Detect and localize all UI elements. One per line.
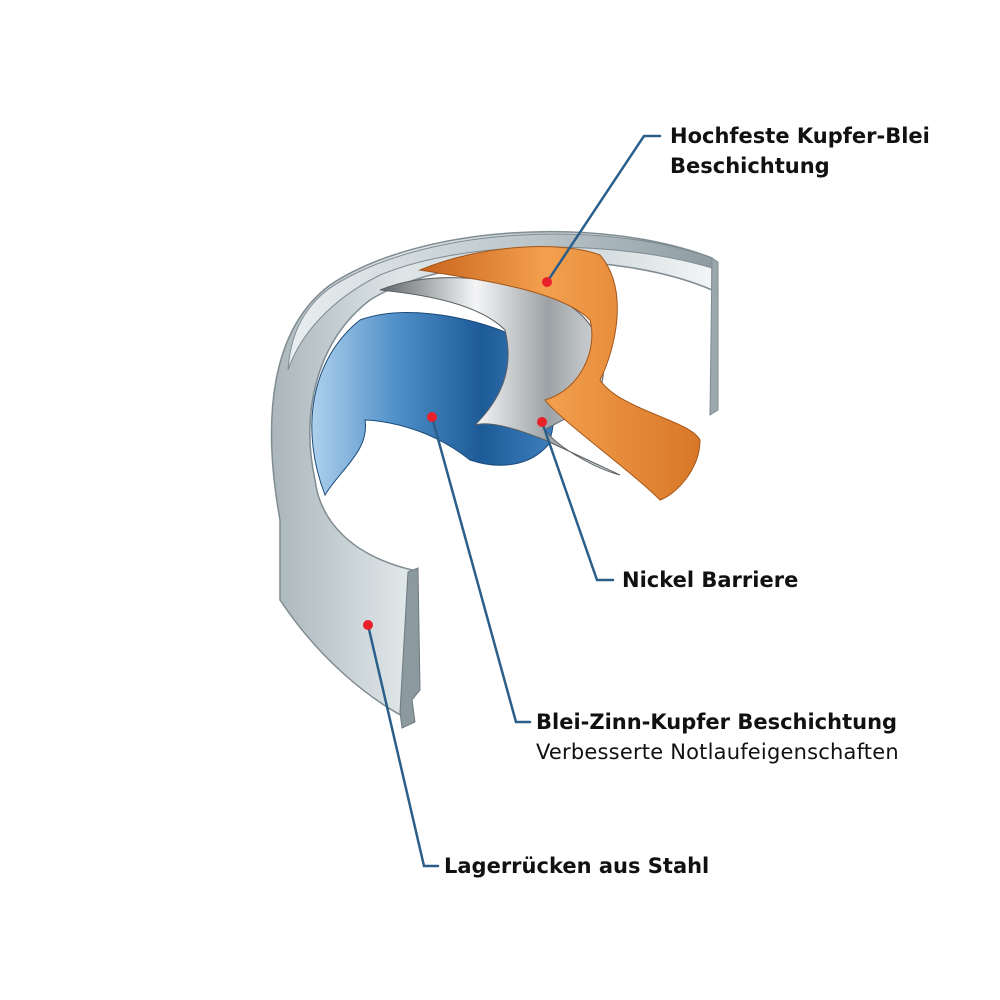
marker-dot-steel-back — [363, 620, 373, 630]
label-copper-lead-line2: Beschichtung — [670, 154, 830, 178]
label-lead-tin-copper-line2: Verbesserte Notlaufeigenschaften — [536, 740, 899, 764]
leader-line-copper-lead — [545, 134, 662, 284]
label-nickel-line1: Nickel Barriere — [622, 568, 799, 592]
marker-dot-lead-tin-copper — [427, 412, 437, 422]
marker-dot-copper-lead — [542, 277, 552, 287]
lead-tin-copper-layer — [311, 312, 554, 497]
label-steel-back-line1: Lagerrücken aus Stahl — [444, 854, 710, 878]
leader-line-nickel — [540, 420, 615, 582]
label-lead-tin-copper: Blei-Zinn-Kupfer Beschichtung Verbessert… — [536, 707, 899, 767]
label-copper-lead: Hochfeste Kupfer-Blei Beschichtung — [670, 121, 930, 181]
leader-line-lead-tin-copper — [430, 415, 532, 724]
marker-dot-nickel — [537, 417, 547, 427]
label-copper-lead-line1: Hochfeste Kupfer-Blei — [670, 124, 930, 148]
steel-shell-right-end — [709, 257, 719, 416]
steel-shell-tab — [399, 567, 421, 729]
label-steel-back: Lagerrücken aus Stahl — [444, 851, 709, 881]
copper-lead-layer — [418, 246, 701, 501]
leader-line-steel-back — [366, 623, 440, 868]
label-lead-tin-copper-line1: Blei-Zinn-Kupfer Beschichtung — [536, 710, 898, 734]
label-nickel: Nickel Barriere — [622, 565, 798, 595]
